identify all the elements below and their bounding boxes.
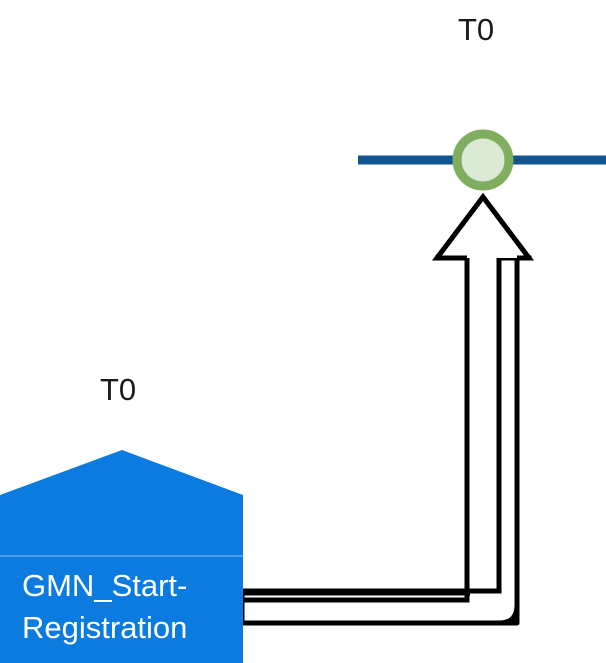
flow-arrow-fill xyxy=(243,199,528,612)
flow-arrow-corner-outer xyxy=(498,604,520,626)
flow-arrow-group[interactable] xyxy=(240,192,535,626)
task-node-label: T0 xyxy=(100,372,137,407)
flow-arrow-head xyxy=(435,192,531,260)
task-node-text: GMN_Start- Registration xyxy=(22,568,188,645)
event-node-label: T0 xyxy=(458,12,495,47)
task-node[interactable] xyxy=(0,450,243,663)
circle-event-icon[interactable] xyxy=(452,129,514,191)
event-node[interactable] xyxy=(452,129,514,191)
